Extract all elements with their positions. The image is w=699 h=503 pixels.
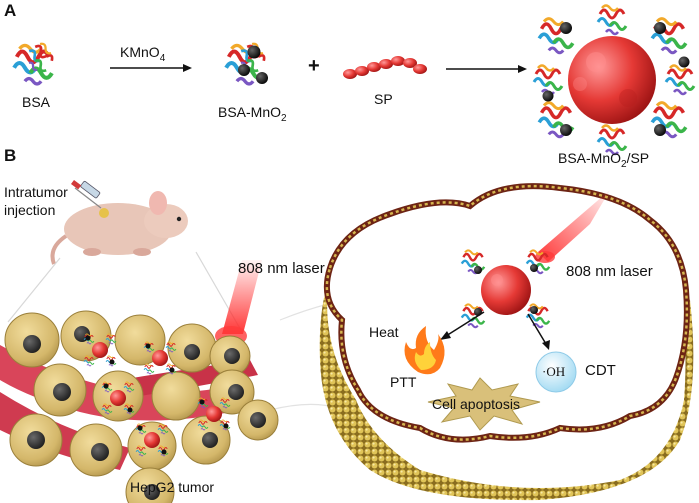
reagent-label: KMnO4	[120, 44, 166, 64]
laser-label-left: 808 nm laser	[238, 260, 325, 277]
bsa-label: BSA	[22, 94, 51, 110]
bsa-protein	[14, 38, 60, 84]
apoptosis-burst	[427, 377, 541, 431]
cdt-label: CDT	[585, 362, 616, 379]
bsa-mno2-label: BSA-MnO2	[218, 104, 287, 124]
laser-label-right: 808 nm laser	[566, 263, 653, 280]
cell-cross-section	[319, 183, 694, 501]
bsa-mno2-protein	[226, 38, 272, 84]
plus-sign: +	[308, 55, 320, 77]
bsa-mno2-sp-nanoparticle	[532, 4, 696, 156]
apoptosis-label: Cell apoptosis	[432, 396, 520, 412]
nanoparticle-in-cell	[460, 249, 551, 329]
panel-label-a: A	[4, 1, 17, 20]
hydroxyl-radical-bubble	[535, 351, 577, 393]
syringe	[71, 179, 102, 209]
sp-chain	[343, 56, 427, 79]
oh-label: ·OH	[542, 364, 566, 379]
fire-icon	[404, 326, 445, 375]
tumor-tissue	[0, 310, 279, 503]
product-label: BSA-MnO2/SP	[558, 150, 650, 170]
sp-label: SP	[374, 91, 393, 107]
laser-beam-left	[222, 260, 262, 334]
tumor-label: HepG2 tumor	[130, 479, 215, 495]
mouse	[50, 191, 188, 265]
heat-label: Heat	[369, 324, 399, 340]
injection-label: Intratumor injection	[4, 184, 68, 218]
panel-label-b: B	[4, 146, 17, 165]
laser-beam-right	[538, 190, 610, 262]
ptt-label: PTT	[390, 374, 417, 390]
